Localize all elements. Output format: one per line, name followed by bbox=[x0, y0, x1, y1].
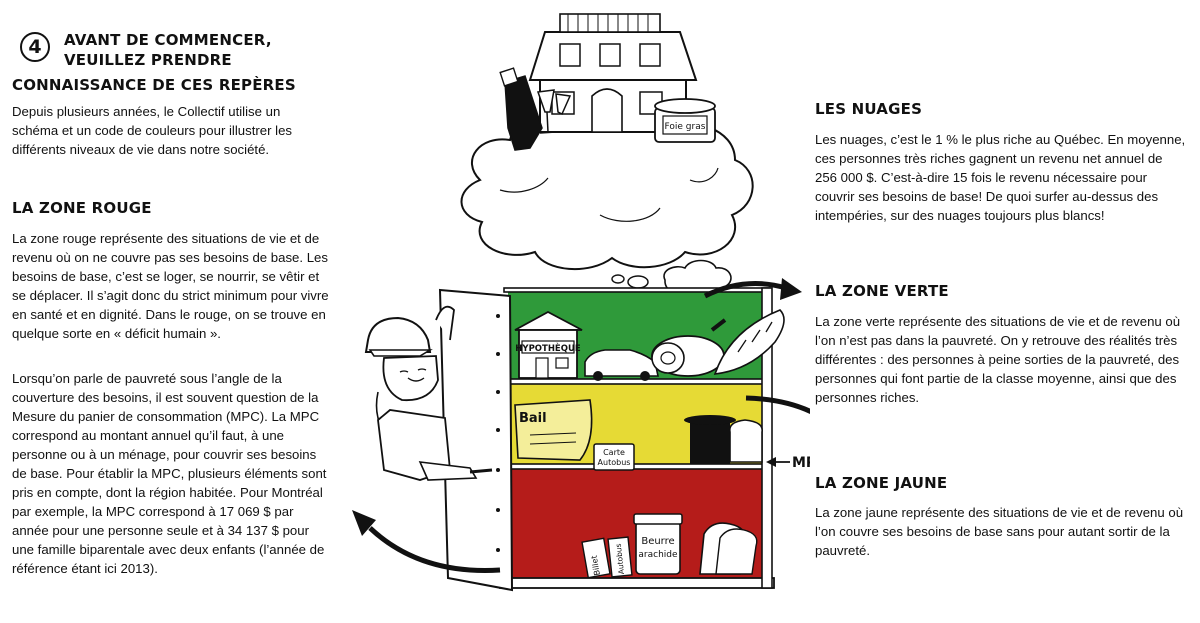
bread-loaf-icon bbox=[728, 419, 763, 463]
hypotheque-label: HYPOTHÈQUE bbox=[515, 342, 581, 354]
bread-slices-icon bbox=[699, 522, 758, 575]
intro-title-line-3: CONNAISSANCE DE CES REPÈRES bbox=[12, 76, 296, 94]
zone-jaune-title: LA ZONE JAUNE bbox=[815, 474, 948, 492]
carte-autobus-line-2: Autobus bbox=[598, 458, 631, 467]
nuages-paragraph: Les nuages, c’est le 1 % le plus riche a… bbox=[815, 132, 1186, 223]
intro-paragraph: Depuis plusieurs années, le Collectif ut… bbox=[12, 104, 293, 157]
bus-pass-icon: Carte Autobus bbox=[593, 443, 635, 471]
champagne-bottle-icon bbox=[499, 67, 543, 151]
mpc-marker: MPC bbox=[766, 455, 810, 471]
zone-rouge-title: LA ZONE ROUGE bbox=[12, 199, 152, 217]
autobus-label: Autobus bbox=[614, 543, 626, 575]
baguette-icon bbox=[713, 309, 785, 375]
intro-title-line-1: AVANT DE COMMENCER, bbox=[64, 31, 272, 49]
zone-verte-paragraph: La zone verte représente des situations … bbox=[815, 314, 1181, 405]
zone-jaune-paragraph: La zone jaune représente des situations … bbox=[815, 505, 1184, 558]
arrow-to-green-zone bbox=[703, 278, 802, 300]
person-illustration bbox=[364, 305, 493, 481]
mpc-label: MPC bbox=[792, 455, 810, 471]
zone-rouge-paragraph-2: Lorsqu’on parle de pauvreté sous l’angle… bbox=[12, 371, 327, 576]
zone-verte-title: LA ZONE VERTE bbox=[815, 282, 949, 300]
foie-gras-label: Foie gras bbox=[665, 122, 706, 132]
hat-icon bbox=[684, 415, 736, 464]
arrow-to-yellow-zone bbox=[745, 395, 810, 415]
carte-autobus-line-1: Carte bbox=[603, 448, 625, 457]
car-icon bbox=[584, 349, 659, 381]
peanut-butter-jar-icon: Beurre arachide bbox=[633, 513, 683, 575]
house-icon: HYPOTHÈQUE bbox=[514, 310, 583, 379]
beurre-label-line-1: Beurre bbox=[641, 536, 674, 547]
beurre-label-line-2: arachide bbox=[638, 550, 678, 560]
intro-title-line-2: VEUILLEZ PRENDRE bbox=[64, 51, 232, 69]
nuages-title: LES NUAGES bbox=[815, 100, 923, 118]
lease-document-icon: Bail bbox=[514, 399, 593, 461]
arrow-to-red-zone bbox=[352, 510, 501, 573]
bail-label: Bail bbox=[519, 411, 547, 426]
billet-label: Billet bbox=[590, 555, 602, 576]
zone-rouge-paragraph-1: La zone rouge représente des situations … bbox=[12, 231, 329, 341]
foie-gras-jar-icon: Foie gras bbox=[654, 98, 716, 143]
step-number-badge: 4 bbox=[20, 32, 50, 62]
shelf-illustration: Foie gras HYPOTHÈQUE bbox=[352, 13, 810, 592]
champagne-glass-icon bbox=[536, 89, 572, 134]
ticket-icon: Billet Autobus bbox=[581, 536, 633, 579]
